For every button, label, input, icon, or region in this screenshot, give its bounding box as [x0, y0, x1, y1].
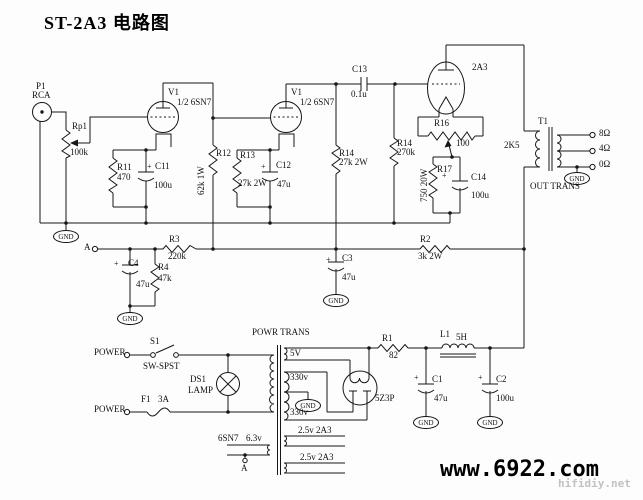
f1-ref: F1	[141, 394, 151, 404]
v1b-ref: V1	[291, 87, 302, 97]
v1a-ref: V1	[168, 87, 179, 97]
stage2-v1b	[232, 77, 428, 249]
rp1-ref: Rp1	[72, 121, 88, 131]
c14-ref: C14	[471, 172, 487, 182]
r4-value: 47k	[158, 273, 172, 283]
power-tube-2a3	[417, 44, 525, 223]
winding-5v-label: 5V	[290, 348, 301, 358]
tube-2a3-label: 2A3	[472, 62, 488, 72]
r2-value: 3k 2W	[418, 251, 443, 261]
r14b-ref: R14	[397, 138, 413, 148]
r16-value: 100	[456, 138, 470, 148]
power-transformer-caption: POWR TRANS	[252, 327, 310, 337]
c1-ref: C1	[432, 374, 443, 384]
tap-8ohm-label: 8Ω	[599, 128, 611, 138]
t1-primary-value: 2K5	[504, 140, 520, 150]
t1-caption: OUT TRANS	[530, 181, 580, 191]
stage1-v1a	[108, 82, 271, 249]
ground-symbol-c1: GND	[413, 416, 439, 429]
rp1-value: 100k	[70, 147, 88, 157]
ds1-ref: DS1	[190, 374, 207, 384]
s1-ref: S1	[150, 336, 160, 346]
c2-polarity: +	[478, 373, 483, 382]
c2-ref: C2	[496, 374, 507, 384]
c14-polarity: +	[442, 171, 447, 180]
r16-ref: R16	[434, 118, 450, 128]
schematic-title: ST-2A3 电路图	[44, 13, 170, 33]
ground-symbol-input: GND	[53, 230, 79, 243]
ground-symbol-c4: GND	[117, 312, 143, 325]
a-tap-label: A	[241, 463, 248, 473]
r17-ref: R17	[437, 164, 453, 174]
l1-value: 5H	[456, 332, 467, 342]
s1-type: SW-SPST	[143, 361, 180, 371]
c13-ref: C13	[352, 64, 368, 74]
t1-ref: T1	[538, 116, 548, 126]
winding-25v-2-label: 2.5v 2A3	[300, 452, 334, 462]
winding-63v-tube-label: 6SN7	[218, 433, 239, 443]
power-line2-label: POWER	[94, 404, 126, 414]
r12-ref: R12	[216, 148, 232, 158]
r4-ref: R4	[158, 262, 169, 272]
winding-330v-top-label: 330v	[290, 372, 308, 382]
r14b-value: 270k	[397, 147, 415, 157]
c12-value: 47u	[277, 179, 291, 189]
c3-ref: C3	[342, 253, 353, 263]
r11-value: 470	[117, 172, 131, 182]
ground-symbol-c3: GND	[323, 294, 349, 307]
c3-value: 47u	[342, 272, 356, 282]
tap-4ohm-label: 4Ω	[599, 143, 611, 153]
c4-polarity: +	[114, 259, 119, 268]
r3-ref: R3	[169, 234, 180, 244]
l1-ref: L1	[440, 329, 450, 339]
c12-polarity: +	[261, 162, 266, 171]
ground-symbol-c2: GND	[477, 416, 503, 429]
v1a-type: 1/2 6SN7	[177, 97, 212, 107]
watermark-hifidiy: hifidiy.net	[558, 477, 631, 490]
c4-ref: C4	[128, 258, 139, 268]
v1b-type: 1/2 6SN7	[300, 97, 335, 107]
ground-symbol-speaker: GND	[564, 172, 590, 185]
c4-value: 47u	[136, 279, 150, 289]
output-transformer	[523, 127, 596, 249]
power-line1-label: POWER	[94, 347, 126, 357]
r13-value: 27k 2W	[238, 178, 267, 188]
r3-value: 220k	[168, 251, 186, 261]
c3-polarity: +	[326, 255, 331, 264]
r2-ref: R2	[420, 234, 431, 244]
c1-value: 47u	[434, 393, 448, 403]
c2-value: 100u	[496, 393, 514, 403]
winding-25v-1-label: 2.5v 2A3	[298, 425, 332, 435]
r11-ref: R11	[117, 162, 132, 172]
input-jack-and-pot	[32, 102, 450, 230]
ds1-type: LAMP	[188, 385, 214, 395]
p1-ref: P1	[36, 81, 46, 91]
a-terminal-label: A	[84, 242, 91, 252]
c14-value: 100u	[471, 190, 489, 200]
r1-ref: R1	[382, 333, 393, 343]
p1-type: RCA	[32, 90, 51, 100]
tap-0ohm-label: 0Ω	[599, 159, 611, 169]
r14a-value: 27k 2W	[339, 157, 368, 167]
f1-value: 3A	[158, 394, 169, 404]
c11-polarity: +	[147, 162, 152, 171]
winding-330v-bottom-label: 330v	[290, 407, 308, 417]
rectifier-label: 5Z3P	[375, 393, 395, 403]
r13-ref: R13	[240, 150, 256, 160]
winding-63v-value: 6.3v	[246, 433, 262, 443]
c12-ref: C12	[276, 160, 292, 170]
r12-value: 62k 1W	[196, 166, 206, 195]
r14a-ref: R14	[339, 148, 355, 158]
watermark-6922: www.6922.com	[440, 457, 599, 482]
c11-value: 100u	[154, 180, 172, 190]
junction-dots	[64, 82, 579, 457]
r17-value: 750 20W	[419, 168, 429, 202]
r1-value: 82	[389, 350, 398, 360]
c1-polarity: +	[414, 373, 419, 382]
c11-ref: C11	[155, 161, 170, 171]
ground-symbol-ct: GND	[295, 399, 321, 412]
c13-value: 0.1u	[351, 89, 367, 99]
